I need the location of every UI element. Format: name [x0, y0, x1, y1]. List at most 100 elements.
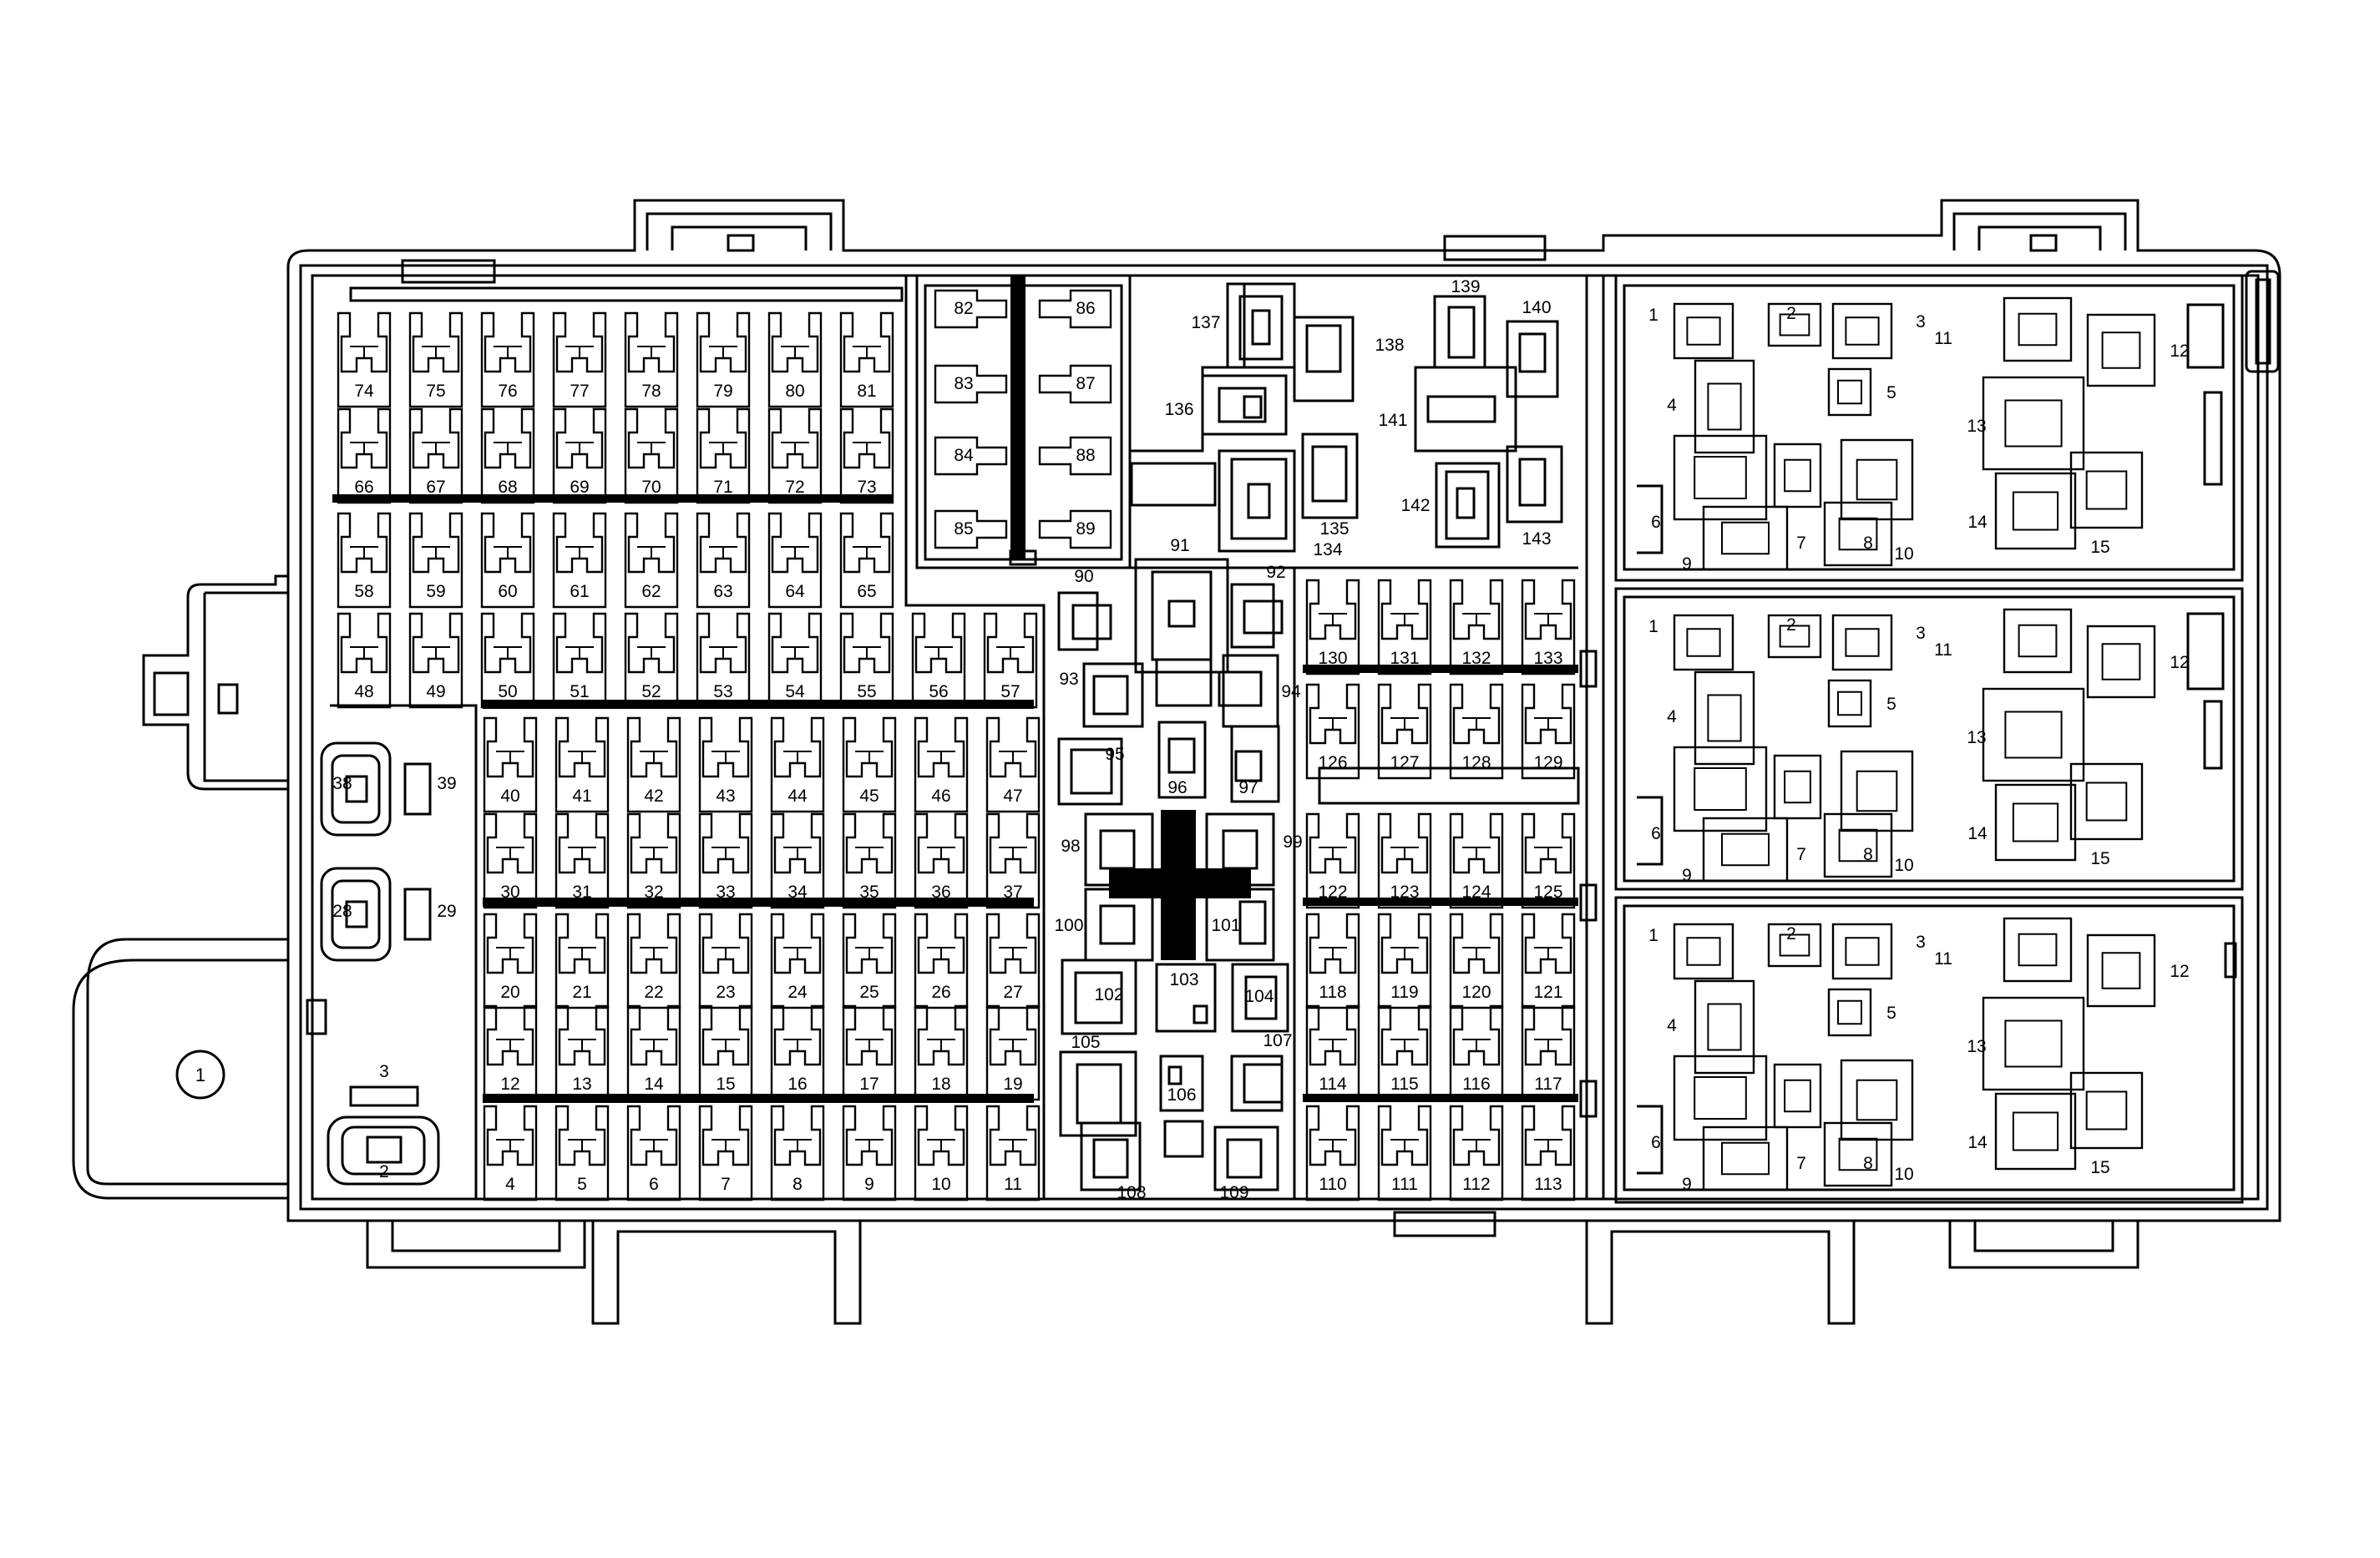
fuse-label: 6 — [649, 1175, 659, 1194]
fuse-5: 5 — [554, 1105, 610, 1201]
fuse-label: 67 — [426, 478, 445, 497]
relay-label: 13 — [1967, 728, 1986, 747]
relay-label: 14 — [1967, 824, 1988, 843]
fuse-54: 54 — [767, 612, 823, 709]
fuse-label: 26 — [931, 983, 950, 1002]
label-139: 139 — [1451, 277, 1480, 296]
fuse-label: 51 — [570, 682, 589, 701]
label-141: 141 — [1378, 411, 1407, 430]
fuse-32: 32 — [626, 812, 681, 909]
relay-label: 3 — [1916, 312, 1926, 331]
fuse-label: 53 — [713, 682, 732, 701]
fuse-124: 124 — [1449, 812, 1504, 909]
label-109: 109 — [1219, 1183, 1248, 1202]
relay-label: 8 — [1863, 534, 1873, 553]
fuse-43: 43 — [698, 716, 753, 813]
fuse-label: 112 — [1462, 1175, 1490, 1194]
relay-label: 5 — [1886, 383, 1896, 402]
fuse-12: 12 — [483, 1004, 538, 1101]
relay-label: 7 — [1796, 845, 1806, 864]
fuse-128: 128 — [1449, 683, 1504, 780]
relay-label: 12 — [2170, 962, 2189, 981]
fuse-22: 22 — [626, 913, 681, 1009]
relay-label: 6 — [1651, 513, 1661, 532]
fuse-119: 119 — [1377, 913, 1432, 1009]
right-relay-frames — [1614, 274, 2244, 1204]
fuse-label: 19 — [1003, 1075, 1022, 1094]
fuse-127: 127 — [1377, 683, 1432, 780]
relay-label-85: 85 — [954, 519, 973, 539]
fuse-48: 48 — [337, 612, 392, 709]
fuse-label: 35 — [859, 883, 879, 902]
fuse-label: 47 — [1003, 787, 1022, 806]
fuse-label: 73 — [857, 478, 876, 497]
fuse-11: 11 — [985, 1105, 1041, 1201]
fuse-77: 77 — [552, 311, 607, 408]
bus-bars — [332, 276, 1578, 1103]
fuse-label: 62 — [641, 582, 661, 601]
relay-label: 1 — [1648, 617, 1658, 636]
fuse-111: 111 — [1377, 1105, 1432, 1201]
fuse-115: 115 — [1377, 1004, 1432, 1101]
fuse-label: 41 — [572, 787, 591, 806]
fuse-label: 72 — [785, 478, 804, 497]
fuse-65: 65 — [839, 512, 894, 609]
relay-label: 15 — [2090, 849, 2109, 868]
fuse-label: 126 — [1318, 753, 1347, 772]
fuse-133: 133 — [1521, 579, 1576, 675]
fuse-130: 130 — [1305, 579, 1360, 675]
fuse-50: 50 — [480, 612, 535, 709]
fuse-13: 13 — [554, 1004, 610, 1101]
relay-label: 4 — [1667, 396, 1677, 415]
fuse-label: 121 — [1533, 983, 1562, 1002]
relay-label: 10 — [1894, 1165, 1913, 1184]
relay-label: 2 — [1786, 924, 1796, 943]
fuse-116: 116 — [1449, 1004, 1504, 1101]
fuse-25: 25 — [842, 913, 897, 1009]
fuse-label: 17 — [859, 1075, 879, 1094]
fuse-label: 124 — [1461, 883, 1491, 902]
fuse-label: 133 — [1533, 649, 1562, 668]
fuse-label: 48 — [354, 682, 373, 701]
fuse-58: 58 — [337, 512, 392, 609]
relay-label: 15 — [2090, 1158, 2109, 1177]
fuse-label: 60 — [498, 582, 517, 601]
label-103: 103 — [1169, 970, 1198, 989]
relay-label: 8 — [1863, 1154, 1873, 1173]
fuse-46: 46 — [914, 716, 969, 813]
fuse-30: 30 — [483, 812, 538, 909]
fuse-label: 32 — [644, 883, 663, 902]
fuse-label: 127 — [1390, 753, 1419, 772]
fuse-label: 63 — [713, 582, 732, 601]
bus-bar-end-tabs — [1318, 650, 1598, 1118]
fuse-132: 132 — [1449, 579, 1504, 675]
fuse-label: 78 — [641, 382, 661, 401]
fuse-80: 80 — [767, 311, 823, 408]
fuse-label: 55 — [857, 682, 876, 701]
relay-label: 10 — [1894, 856, 1913, 875]
fuse-label: 21 — [572, 983, 591, 1002]
fuse-17: 17 — [842, 1004, 897, 1101]
fuse-label: 132 — [1461, 649, 1491, 668]
fuse-label: 131 — [1390, 649, 1419, 668]
fuse-label: 44 — [787, 787, 808, 806]
fuse-78: 78 — [624, 311, 679, 408]
fuse-49: 49 — [408, 612, 463, 709]
fuse-9: 9 — [842, 1105, 897, 1201]
label-137: 137 — [1191, 313, 1220, 332]
fuse-label: 129 — [1533, 753, 1562, 772]
fuse-label: 16 — [787, 1075, 807, 1094]
fuse-label: 14 — [644, 1075, 664, 1094]
fuse-57: 57 — [983, 612, 1038, 709]
fuse-label: 15 — [716, 1075, 735, 1094]
fuse-51: 51 — [552, 612, 607, 709]
fuse-79: 79 — [696, 311, 751, 408]
fuse-40: 40 — [483, 716, 538, 813]
relay-label: 5 — [1886, 695, 1896, 714]
fuse-label: 11 — [1004, 1175, 1022, 1194]
fuse-label: 49 — [426, 682, 445, 701]
housing-outline — [72, 199, 2281, 1325]
